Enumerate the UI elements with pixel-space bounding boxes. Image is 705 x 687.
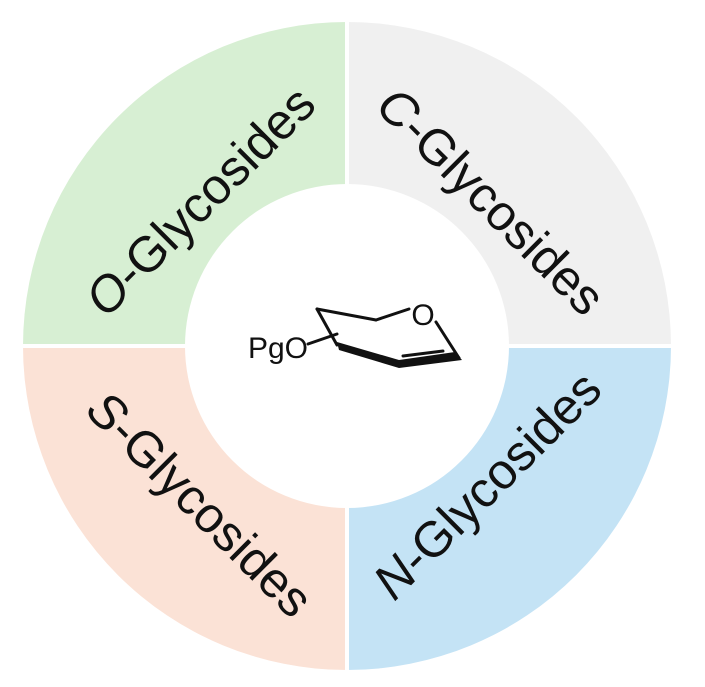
protected-hydroxyl-label: PgO bbox=[248, 332, 308, 365]
wedge-bond-c2-c1 bbox=[399, 352, 462, 368]
glycal-structure bbox=[306, 307, 461, 367]
bond-c1-c2-inner bbox=[401, 349, 445, 358]
bond-c5-o bbox=[374, 307, 411, 322]
c-glycosides-segment bbox=[347, 22, 671, 346]
s-glycosides-segment bbox=[23, 346, 347, 670]
ring-oxygen-label: O bbox=[411, 299, 434, 332]
bond-c4-c3 bbox=[315, 307, 339, 347]
n-glycosides-segment bbox=[347, 346, 671, 670]
o-glycosides-segment bbox=[23, 22, 347, 346]
bond-o-c1 bbox=[434, 320, 461, 360]
bond-c4-opg bbox=[306, 332, 339, 346]
wedge-bond-c3-c2 bbox=[337, 342, 399, 368]
segment-dividers bbox=[19, 18, 675, 674]
bond-c4-c5 bbox=[315, 307, 378, 322]
